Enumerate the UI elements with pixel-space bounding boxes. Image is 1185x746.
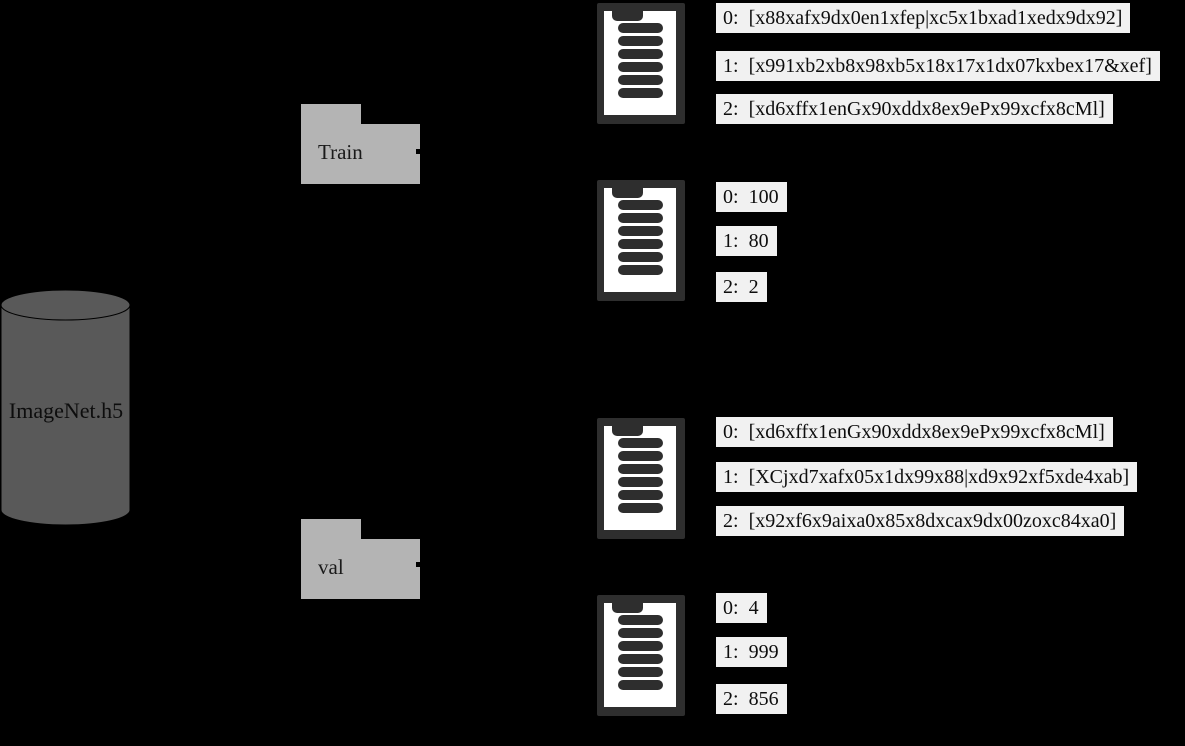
folder-body (301, 539, 420, 599)
folder-tab (301, 519, 361, 539)
data-row: 0: 100 (716, 182, 787, 212)
row-value: 80 (748, 230, 769, 252)
row-index: 0: (723, 597, 739, 619)
arrow-tip (416, 562, 421, 567)
data-row: 2: 2 (716, 272, 767, 302)
clip-icon (612, 180, 643, 198)
row-index: 1: (723, 55, 739, 77)
data-row: 2: 856 (716, 684, 787, 714)
clip-icon (612, 3, 643, 21)
folder-body (301, 124, 420, 184)
row-value: [x92xf6x9aixa0x85x8dxcax9dx00zoxc84xa0] (748, 510, 1117, 532)
row-value: 999 (748, 641, 779, 663)
data-row: 0: 4 (716, 593, 767, 623)
row-value: [XCjxd7xafx05x1dx99x88|xd9x92xf5xde4xab] (748, 466, 1130, 488)
data-row: 0: [x88xafx9dx0en1xfep|xc5x1bxad1xedx9dx9… (716, 3, 1131, 33)
row-index: 1: (723, 466, 739, 488)
row-value: 856 (748, 688, 779, 710)
folder-train-label: Train (318, 140, 363, 164)
clip-icon (612, 418, 643, 436)
row-value: [xd6xffx1enGx90xddx8ex9ePx99xcfx8cMl] (748, 98, 1105, 120)
row-value: [x991xb2xb8x98xb5x18x17x1dx07kxbex17&xef… (748, 55, 1152, 77)
row-index: 2: (723, 688, 739, 710)
data-row: 2: [x92xf6x9aixa0x85x8dxcax9dx00zoxc84xa0… (716, 506, 1125, 536)
database-cylinder-icon (0, 289, 131, 526)
database-label: ImageNet.h5 (8, 398, 124, 423)
folder-val: val (301, 519, 420, 599)
row-index: 0: (723, 421, 739, 443)
row-index: 1: (723, 230, 739, 252)
folder-train: Train (301, 104, 420, 184)
document-icon-val-labels (597, 595, 685, 716)
clip-icon (612, 595, 643, 613)
data-row: 1: [XCjxd7xafx05x1dx99x88|xd9x92xf5xde4xa… (716, 462, 1138, 492)
row-value: 100 (748, 186, 779, 208)
data-row: 1: [x991xb2xb8x98xb5x18x17x1dx07kxbex17&x… (716, 51, 1160, 81)
document-icon-train-labels (597, 180, 685, 301)
row-index: 2: (723, 510, 739, 532)
folder-val-label: val (318, 555, 344, 579)
row-index: 0: (723, 7, 739, 29)
row-index: 0: (723, 186, 739, 208)
data-row: 0: [xd6xffx1enGx90xddx8ex9ePx99xcfx8cMl] (716, 417, 1113, 447)
row-index: 1: (723, 641, 739, 663)
data-row: 2: [xd6xffx1enGx90xddx8ex9ePx99xcfx8cMl] (716, 94, 1113, 124)
arrow-tip (416, 149, 421, 154)
row-index: 2: (723, 98, 739, 120)
document-icon-train-data (597, 3, 685, 124)
folder-tab (301, 104, 361, 124)
row-index: 2: (723, 276, 739, 298)
data-row: 1: 80 (716, 226, 777, 256)
data-row: 1: 999 (716, 637, 787, 667)
row-value: [xd6xffx1enGx90xddx8ex9ePx99xcfx8cMl] (748, 421, 1105, 443)
row-value: 4 (748, 597, 759, 619)
row-value: [x88xafx9dx0en1xfep|xc5x1bxad1xedx9dx92] (748, 7, 1123, 29)
document-icon-val-data (597, 418, 685, 539)
row-value: 2 (748, 276, 759, 298)
